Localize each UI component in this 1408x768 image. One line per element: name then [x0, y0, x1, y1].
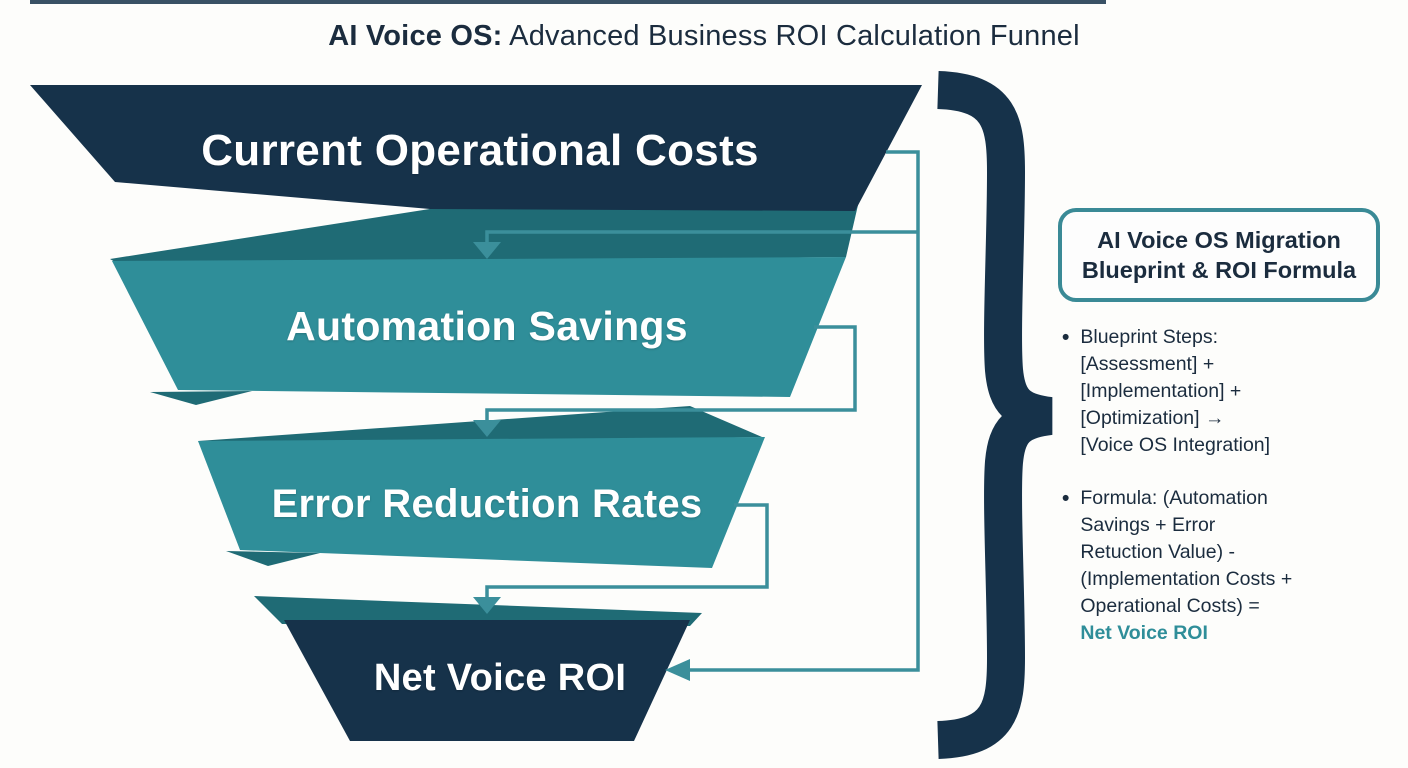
funnel-stage-3-fold [226, 551, 320, 566]
curly-brace-icon [936, 71, 1053, 759]
funnel-stage-2-top-face [110, 198, 858, 265]
funnel-stage-3-shape [198, 437, 765, 568]
arrow-down-into-stage2-icon [473, 242, 501, 259]
connector-stage3-to-stage4 [485, 503, 769, 598]
funnel-stage-4-shape [284, 620, 690, 741]
arrow-down-into-stage4-icon [473, 597, 501, 614]
stage-3-label: Error Reduction Rates [271, 482, 703, 526]
stage-4-label: Net Voice ROI [373, 657, 627, 699]
stage-1-label: Current Operational Costs [201, 126, 759, 175]
blueprint-steps-text: Blueprint Steps: [Assessment] + [Impleme… [1080, 326, 1271, 456]
connector-stage2-to-stage3 [485, 325, 857, 421]
list-item: • Blueprint Steps: [Assessment] + [Imple… [1062, 324, 1392, 459]
formula-text: Formula: (Automation Savings + Error Ret… [1080, 485, 1292, 647]
page-title-rest: Advanced Business ROI Calculation Funnel [502, 20, 1080, 52]
side-panel-bullet-list: • Blueprint Steps: [Assessment] + [Imple… [1062, 324, 1392, 673]
funnel-stage-1-shape [30, 85, 922, 211]
stage-2-label: Automation Savings [286, 303, 688, 349]
bullet-dot-icon: • [1062, 326, 1070, 349]
funnel-stage-2-fold [150, 391, 252, 405]
top-edge-sliver [30, 0, 1106, 4]
formula-body: Formula: (Automation Savings + Error Ret… [1080, 487, 1293, 617]
arrow-left-into-stage4-icon [665, 659, 690, 681]
connector-stage1-to-stage4 [688, 150, 920, 672]
arrow-down-into-stage3-icon [473, 420, 501, 437]
formula-highlight: Net Voice ROI [1080, 622, 1208, 644]
page-title: AI Voice OS: Advanced Business ROI Calcu… [0, 20, 1408, 53]
page-title-emphasis: AI Voice OS: [328, 20, 503, 52]
connector-rail-to-stage2 [485, 230, 918, 243]
funnel-stage-4-top-face [254, 596, 702, 626]
side-panel-title-box: AI Voice OS Migration Blueprint & ROI Fo… [1058, 208, 1380, 302]
bullet-dot-icon: • [1062, 487, 1070, 510]
list-item: • Formula: (Automation Savings + Error R… [1062, 485, 1392, 647]
funnel-stage-2-shape [112, 257, 846, 397]
